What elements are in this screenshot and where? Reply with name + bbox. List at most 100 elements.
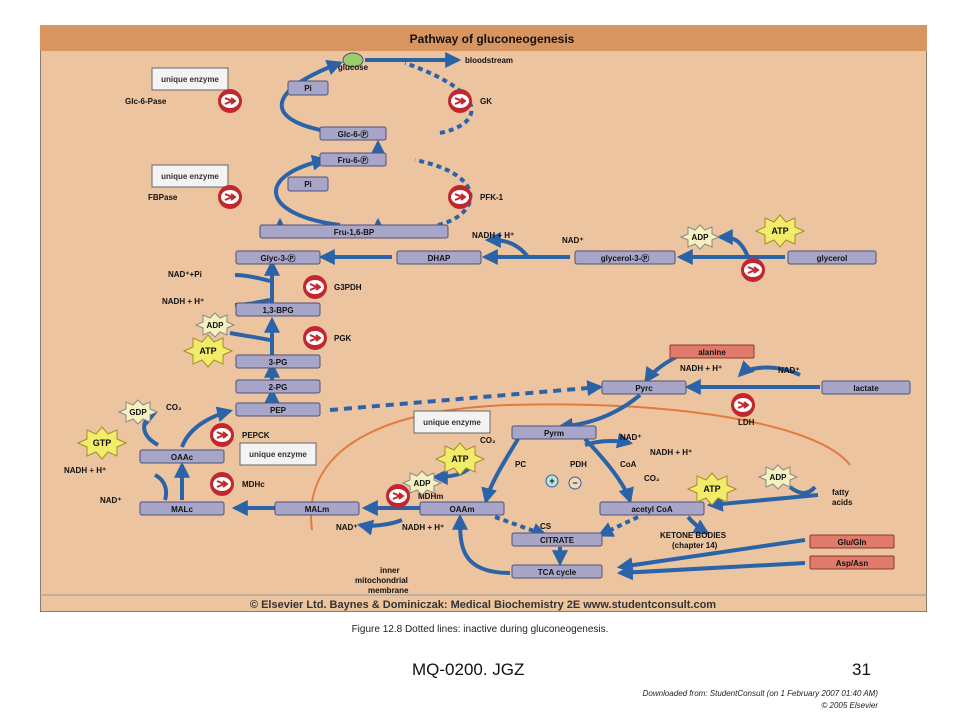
gluconeogenesis-pathway-diagram: Pathway of gluconeogenesis bbox=[40, 25, 927, 612]
slide-number: 31 bbox=[852, 660, 871, 679]
download-source: Downloaded from: StudentConsult (on 1 Fe… bbox=[642, 689, 878, 698]
adp-star-pgk: ADP bbox=[194, 312, 236, 338]
adp-star-right: ADP bbox=[757, 464, 799, 490]
malc-box bbox=[139, 501, 225, 516]
ldh-label: LDH bbox=[738, 418, 755, 427]
nad-label-dhap: NAD⁺ bbox=[562, 236, 584, 245]
malm-label: MALm bbox=[305, 505, 329, 514]
enzyme-icon bbox=[217, 88, 243, 114]
nadh-label-mdhc: NADH + H⁺ bbox=[64, 466, 106, 475]
atp-label: ATP bbox=[451, 454, 468, 464]
enzyme-icon bbox=[447, 88, 473, 114]
mdhm-label: MDHm bbox=[418, 492, 443, 501]
alanine-box bbox=[669, 344, 755, 359]
atp-label: ATP bbox=[703, 484, 720, 494]
diagram-background bbox=[40, 25, 927, 612]
gk-label: GK bbox=[480, 97, 492, 106]
nadh-label-pdh: NADH + H⁺ bbox=[650, 448, 692, 457]
co2-label-pdh: CO₂ bbox=[644, 474, 660, 483]
mdhc-label: MDHc bbox=[242, 480, 265, 489]
gdp-star: GDP bbox=[117, 399, 159, 425]
minus-sign: − bbox=[572, 478, 577, 488]
pfk1-label: PFK-1 bbox=[480, 193, 504, 202]
adp-label: ADP bbox=[692, 233, 710, 242]
acetylcoa-box bbox=[599, 501, 705, 516]
enzyme-icon bbox=[302, 274, 328, 300]
citrate-label: CITRATE bbox=[540, 536, 575, 545]
glucose-label: glucose bbox=[338, 63, 369, 72]
adp-star-glycerol: ADP bbox=[679, 224, 721, 250]
nadh-label-dhap: NADH + H⁺ bbox=[472, 231, 514, 240]
glc6p-box bbox=[319, 126, 387, 141]
pep-label: PEP bbox=[270, 406, 287, 415]
enzyme-icon bbox=[740, 257, 766, 283]
slide-title: MQ-0200. JGZ bbox=[412, 660, 525, 679]
membrane-label: membrane bbox=[368, 586, 409, 595]
pyrm-box bbox=[511, 425, 597, 440]
pyrc-box bbox=[601, 380, 687, 395]
enzyme-icon bbox=[217, 184, 243, 210]
co2-label-pepck: CO₂ bbox=[166, 403, 182, 412]
nad-label-mdhm: NAD⁺ bbox=[336, 523, 358, 532]
unique-enzyme-box-1: unique enzyme bbox=[151, 67, 229, 91]
glycerol3p-label: glycerol-3-Ⓟ bbox=[601, 253, 649, 263]
adp-label: ADP bbox=[770, 473, 788, 482]
bpg13-box bbox=[235, 302, 321, 317]
ketone-bodies-label: KETONE BODIES bbox=[660, 531, 727, 540]
unique-enzyme-box-4: unique enzyme bbox=[413, 410, 491, 434]
inhibition-marker bbox=[568, 476, 582, 490]
pc-label: PC bbox=[515, 460, 526, 469]
adp-label: ADP bbox=[414, 479, 432, 488]
enzyme-icon bbox=[209, 471, 235, 497]
alanine-label: alanine bbox=[698, 348, 726, 357]
nad-label-pdh: NAD⁺ bbox=[620, 433, 642, 442]
nad-label-ldh: NAD⁺ bbox=[778, 366, 800, 375]
lactate-box bbox=[821, 380, 911, 395]
acetylcoa-label: acetyl CoA bbox=[631, 505, 673, 514]
unique-enzyme-label-1: unique enzyme bbox=[161, 75, 219, 84]
glycerol-label: glycerol bbox=[817, 254, 848, 263]
glc6pase-label: Glc-6-Pase bbox=[125, 97, 167, 106]
lactate-label: lactate bbox=[853, 384, 879, 393]
plus-sign: + bbox=[549, 476, 554, 486]
pi-label-mid: Pi bbox=[304, 180, 312, 189]
g3pdh-label: G3PDH bbox=[334, 283, 362, 292]
dhap-label: DHAP bbox=[428, 254, 451, 263]
enzyme-icon bbox=[302, 325, 328, 351]
glycerol3p-box bbox=[574, 250, 676, 265]
glugln-box bbox=[809, 534, 895, 549]
gdp-label: GDP bbox=[129, 408, 147, 417]
pg3-box bbox=[235, 354, 321, 369]
malm-box bbox=[274, 501, 360, 516]
enzyme-icon bbox=[209, 422, 235, 448]
glyc3p-box bbox=[235, 250, 321, 265]
glyc3p-label: Glyc-3-Ⓟ bbox=[260, 253, 295, 263]
ketone-chapter-label: (chapter 14) bbox=[672, 541, 718, 550]
download-copyright: © 2005 Elsevier bbox=[821, 701, 878, 710]
oaam-label: OAAm bbox=[450, 505, 475, 514]
download-note: Downloaded from: StudentConsult (on 1 Fe… bbox=[643, 688, 878, 712]
pyrc-label: Pyrc bbox=[635, 384, 653, 393]
pgk-label: PGK bbox=[334, 334, 352, 343]
pi-label-top: Pi bbox=[304, 84, 312, 93]
coa-label: CoA bbox=[620, 460, 637, 469]
mitochondrial-label: mitochondrial bbox=[355, 576, 408, 585]
aspasn-label: Asp/Asn bbox=[836, 559, 869, 568]
activation-marker bbox=[545, 474, 559, 488]
pep-box bbox=[235, 402, 321, 417]
nadh-label-ldh: NADH + H⁺ bbox=[680, 364, 722, 373]
adp-label: ADP bbox=[207, 321, 225, 330]
pdh-label: PDH bbox=[570, 460, 587, 469]
glycerol-box bbox=[787, 250, 877, 265]
oaam-box bbox=[419, 501, 505, 516]
inner-label: inner bbox=[380, 566, 400, 575]
enzyme-icon bbox=[730, 392, 756, 418]
unique-enzyme-label-4: unique enzyme bbox=[423, 418, 481, 427]
figure-caption: Figure 12.8 Dotted lines: inactive durin… bbox=[351, 624, 609, 635]
mitochondrial-membrane bbox=[310, 403, 851, 531]
copyright-text: © Elsevier Ltd. Baynes & Dominiczak: Med… bbox=[250, 599, 716, 611]
glugln-label: Glu/Gln bbox=[838, 538, 867, 547]
pi-box-mid bbox=[287, 176, 329, 192]
acids-label: acids bbox=[832, 498, 853, 507]
fru16bp-label: Fru-1,6-BP bbox=[334, 228, 375, 237]
